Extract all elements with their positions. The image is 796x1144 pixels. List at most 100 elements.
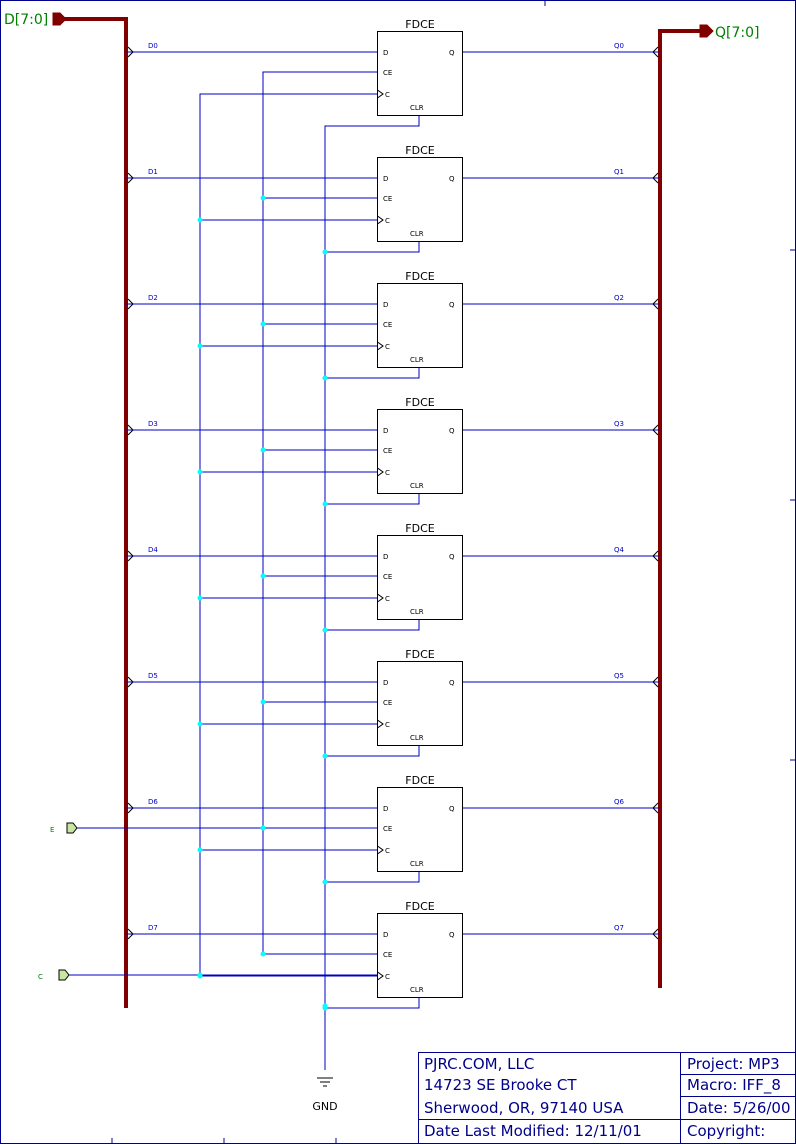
pin-q-label: Q (449, 931, 455, 939)
bus-tap-icon (127, 172, 134, 184)
pin-ce-label: CE (383, 69, 392, 77)
bus-tap-icon (127, 298, 134, 310)
fdce-body[interactable] (377, 409, 463, 494)
clock-net (199, 93, 377, 975)
clr-wire-1 (325, 241, 420, 253)
bus-tap-icon (652, 172, 659, 184)
clr-wire-3 (325, 493, 420, 505)
clock-edge-icon (377, 467, 384, 477)
junction-dot (322, 375, 328, 381)
clock-edge-icon (377, 971, 384, 981)
fdce-cell-name: FDCE (405, 522, 434, 535)
fdce-cell-name: FDCE (405, 648, 434, 661)
junction-dot (260, 825, 266, 831)
clock-port[interactable]: C (38, 969, 377, 981)
d-net-label: D0 (148, 42, 158, 50)
clock-port-label: C (38, 973, 43, 981)
output-bus-port-marker[interactable] (699, 24, 714, 38)
clr-wire-4 (325, 619, 420, 631)
title-macro: Macro: IFF_8 (687, 1076, 781, 1095)
junction-dot (260, 951, 266, 957)
output-bus-line (658, 29, 706, 988)
clock-edge-icon (377, 215, 384, 225)
junction-dot (197, 469, 203, 475)
fdce-body[interactable] (377, 913, 463, 998)
input-bus-line (64, 17, 128, 1008)
fdce-body[interactable] (377, 283, 463, 368)
clock-port-marker[interactable] (58, 969, 70, 981)
fdce-body[interactable] (377, 31, 463, 116)
pin-ce-label: CE (383, 321, 392, 329)
junction-dot (322, 249, 328, 255)
q-net-label: Q7 (614, 924, 624, 932)
enable-net (262, 71, 377, 953)
pin-d-label: D (383, 805, 388, 813)
d-net-label: D4 (148, 546, 158, 554)
pin-c-label: C (385, 847, 390, 855)
d-net-label: D5 (148, 672, 158, 680)
pin-ce-label: CE (383, 825, 392, 833)
q-net-label: Q2 (614, 294, 624, 302)
clr-wire-5 (325, 745, 420, 757)
bus-tap-icon (652, 550, 659, 562)
junction-dot (260, 195, 266, 201)
pin-clr-label: CLR (410, 608, 424, 616)
bus-tap-icon (127, 46, 134, 58)
d-net-label: D3 (148, 420, 158, 428)
clock-edge-icon (377, 341, 384, 351)
d-net-label: D1 (148, 168, 158, 176)
bus-tap-icon (652, 424, 659, 436)
fdce-body[interactable] (377, 157, 463, 242)
pin-d-label: D (383, 679, 388, 687)
title-project: Project: MP3 (687, 1055, 780, 1073)
fdce-cell-name: FDCE (405, 396, 434, 409)
pin-d-label: D (383, 301, 388, 309)
pin-clr-label: CLR (410, 104, 424, 112)
q-net-label: Q4 (614, 546, 625, 554)
input-bus-port-marker[interactable] (52, 12, 67, 26)
clr-wire-7 (325, 997, 420, 1009)
pin-q-label: Q (449, 679, 455, 687)
q-net-label: Q1 (614, 168, 624, 176)
pin-d-label: D (383, 49, 388, 57)
fdce-body[interactable] (377, 535, 463, 620)
enable-port-marker[interactable] (66, 822, 78, 834)
q-net-label: Q0 (614, 42, 624, 50)
pin-c-label: C (385, 217, 390, 225)
bus-tap-icon (127, 424, 134, 436)
fdce-cell-name: FDCE (405, 270, 434, 283)
bus-tap-icon (652, 928, 659, 940)
pin-ce-label: CE (383, 447, 392, 455)
junction-dot (322, 627, 328, 633)
enable-port-label: E (50, 826, 54, 834)
fdce-cell-name: FDCE (405, 144, 434, 157)
bus-tap-icon (652, 676, 659, 688)
ground-symbol: GND (312, 1077, 338, 1113)
pin-c-label: C (385, 721, 390, 729)
junction-dot (197, 217, 203, 223)
pin-q-label: Q (449, 175, 455, 183)
bus-tap-icon (127, 676, 134, 688)
pin-q-label: Q (449, 49, 455, 57)
junction-dot (197, 847, 203, 853)
junction-dot (322, 1003, 328, 1009)
ground-icon (317, 1077, 333, 1087)
junction-dot (322, 753, 328, 759)
junction-dot (197, 721, 203, 727)
pin-c-label: C (385, 973, 390, 981)
pin-ce-label: CE (383, 699, 392, 707)
fdce-body[interactable] (377, 661, 463, 746)
clock-edge-icon (377, 845, 384, 855)
fdce-body[interactable] (377, 787, 463, 872)
input-bus: D[7:0] (4, 12, 128, 1008)
pin-ce-label: CE (383, 951, 392, 959)
